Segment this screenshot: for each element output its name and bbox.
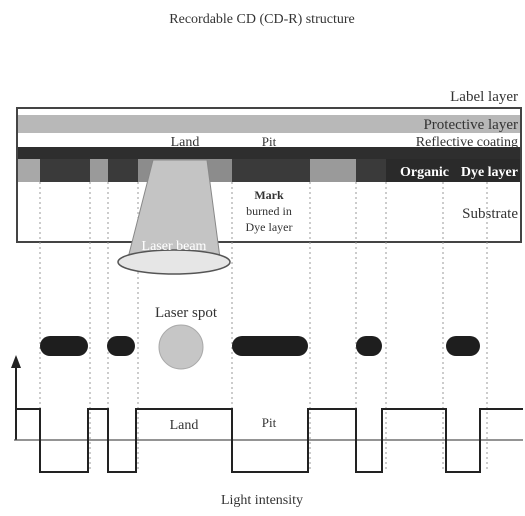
- mark-label-line1: Mark: [254, 188, 284, 202]
- dye-mark-segment: [232, 159, 310, 182]
- pit-bottom-label: Pit: [262, 415, 277, 430]
- laser-beam: Laser beam: [117, 159, 231, 275]
- dye-mark-segment: [40, 159, 90, 182]
- reflective-coating-label: Reflective coating: [416, 135, 518, 150]
- diagram-title: Recordable CD (CD-R) structure: [169, 12, 354, 27]
- layer-stack: Protective layer Reflective coating Land…: [16, 107, 522, 243]
- pit-mark: [107, 336, 135, 356]
- dye-gap-segment: [310, 159, 356, 182]
- mark-label-line3: Dye layer: [246, 220, 293, 234]
- protective-layer-label: Protective layer: [423, 117, 518, 133]
- laser-spot-label: Laser spot: [155, 305, 218, 321]
- pit-mark: [232, 336, 308, 356]
- land-bottom-label: Land: [170, 418, 199, 433]
- pit-mark: [40, 336, 88, 356]
- light-intensity-caption: Light intensity: [221, 493, 303, 508]
- dye-gap-segment: [90, 159, 108, 182]
- dye-mark-segment: [108, 159, 138, 182]
- pit-marks: [40, 336, 480, 356]
- dye-layer-band: Organic Dye layer: [18, 159, 520, 182]
- dye-layer-label-prefix: Organic: [400, 165, 449, 180]
- protective-layer-band: [18, 115, 520, 133]
- dye-layer-label-suffix: Dye layer: [461, 165, 518, 180]
- dye-gap-segment: [18, 159, 40, 182]
- reflective-coating-band: [18, 147, 520, 159]
- land-top-label: Land: [171, 135, 200, 150]
- pit-top-label: Pit: [262, 134, 277, 149]
- pit-mark: [356, 336, 382, 356]
- dye-label-backdrop: [386, 159, 520, 182]
- laser-spot-circle: [158, 324, 204, 370]
- substrate-label: Substrate: [462, 206, 518, 222]
- mark-label-line2: burned in: [246, 204, 292, 218]
- laser-beam-label: Laser beam: [142, 239, 207, 254]
- dye-mark-segment: [356, 159, 386, 182]
- laser-beam-base: [117, 249, 231, 275]
- pit-mark: [446, 336, 480, 356]
- intensity-axis-arrowhead: [11, 355, 21, 368]
- intensity-waveform: [16, 408, 523, 473]
- label-layer-label: Label layer: [450, 89, 518, 105]
